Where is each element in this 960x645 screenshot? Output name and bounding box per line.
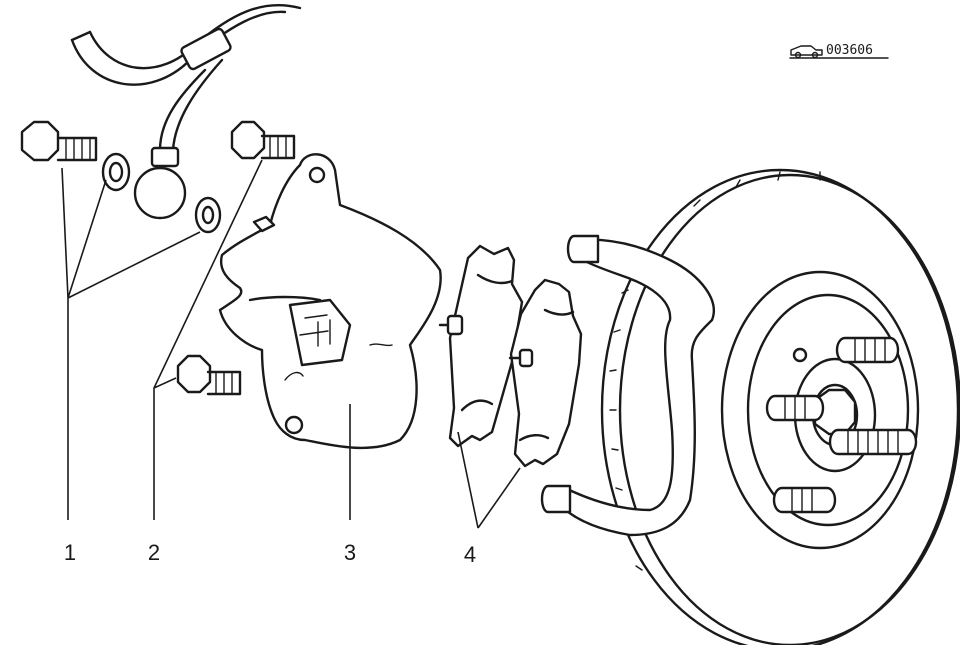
brake-pad-outer — [438, 244, 524, 448]
callout-3: 3 — [344, 540, 356, 565]
brake-pad-inner — [508, 278, 583, 468]
caliper — [218, 153, 442, 450]
callout-4: 4 — [464, 542, 476, 567]
wheel-stud — [828, 428, 918, 456]
bolt-1 — [20, 120, 98, 162]
diagram-code: 003606 — [789, 43, 889, 59]
wheel-studs — [765, 336, 918, 514]
washer-bottom — [194, 196, 222, 234]
callout-1: 1 — [64, 540, 76, 565]
leader-lines — [61, 159, 521, 529]
bolt-2-lower — [176, 354, 242, 396]
brake-hose — [70, 3, 302, 220]
callout-2: 2 — [148, 540, 160, 565]
leader-2 — [153, 159, 263, 520]
wheel-stud — [765, 394, 825, 422]
wheel-stud — [835, 336, 900, 364]
bolt-2-upper — [230, 120, 296, 160]
callout-labels: 1 2 3 4 — [64, 540, 476, 567]
leader-1 — [61, 167, 201, 520]
caliper-bracket — [540, 234, 715, 537]
wheel-stud — [772, 486, 837, 514]
washer-top — [101, 152, 131, 192]
leader-4 — [457, 431, 521, 529]
car-logo-icon — [790, 45, 823, 59]
diagram-code-text: 003606 — [826, 43, 873, 58]
